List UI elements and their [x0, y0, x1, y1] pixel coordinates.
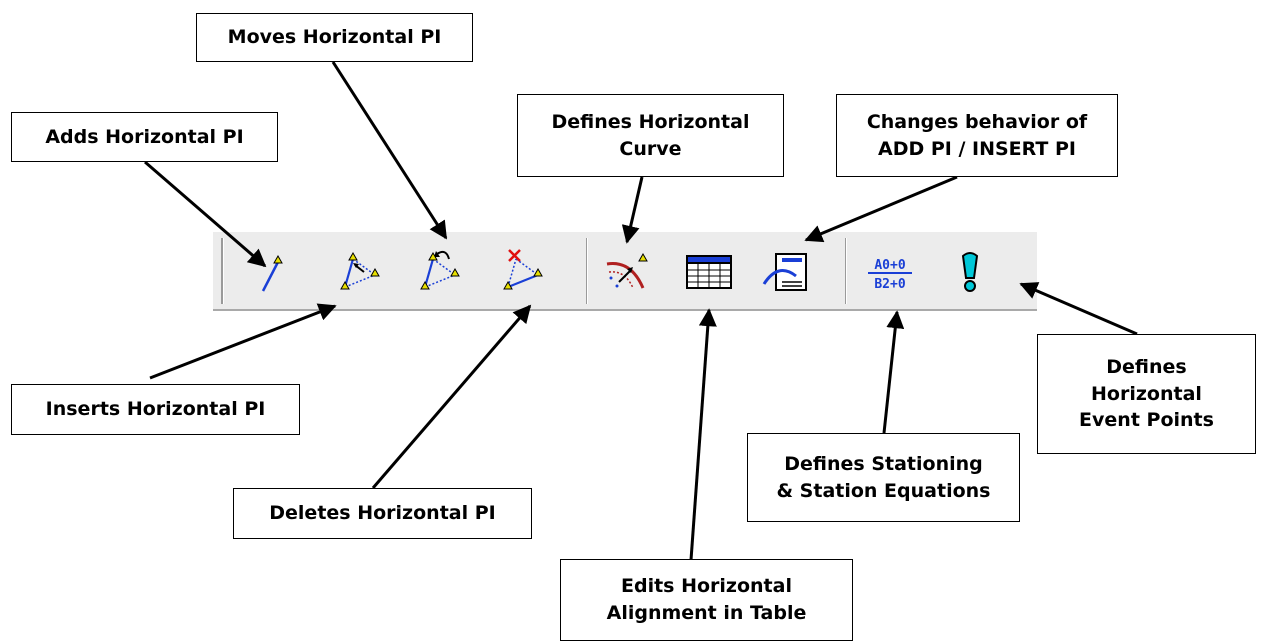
arrow-deletes-pi	[371, 304, 532, 489]
arrow-changes-behavior	[804, 175, 958, 243]
arrow-stationing	[882, 310, 905, 434]
horizontal-alignment-toolbar: A0+0 B2+0	[213, 231, 1037, 311]
insert-pi-button[interactable]	[333, 242, 387, 300]
callout-adds-pi: Adds Horizontal PI	[11, 112, 278, 162]
insert-pi-icon	[340, 251, 380, 290]
toolbar-separator	[845, 238, 847, 304]
callout-edits-table: Edits Horizontal Alignment in Table	[560, 559, 853, 641]
callout-deletes-pi: Deletes Horizontal PI	[233, 488, 532, 539]
station-top-label: A0+0	[874, 258, 905, 273]
callout-inserts-pi: Inserts Horizontal PI	[11, 384, 300, 435]
behavior-settings-icon	[762, 253, 807, 291]
add-pi-button[interactable]	[245, 242, 299, 300]
callout-defines-curve: Defines Horizontal Curve	[517, 94, 784, 177]
arrow-moves-pi	[331, 61, 448, 240]
move-pi-button[interactable]	[413, 242, 467, 300]
pi-behavior-button[interactable]	[760, 242, 814, 300]
table-icon	[686, 255, 732, 289]
station-bottom-label: B2+0	[874, 277, 905, 292]
edit-table-button[interactable]	[682, 242, 736, 300]
event-points-button[interactable]	[943, 242, 997, 300]
delete-pi-icon	[503, 249, 543, 290]
move-pi-icon	[420, 250, 460, 290]
arrow-defines-curve	[621, 176, 644, 244]
add-pi-icon	[261, 254, 283, 292]
delete-pi-button[interactable]	[496, 242, 550, 300]
arrow-event-points	[1019, 282, 1138, 336]
stationing-button[interactable]: A0+0 B2+0	[863, 242, 917, 300]
callout-moves-pi: Moves Horizontal PI	[196, 13, 473, 62]
arrow-adds-pi	[144, 160, 267, 268]
horizontal-curve-icon	[606, 252, 648, 289]
define-curve-button[interactable]	[601, 242, 655, 300]
event-point-icon	[961, 252, 979, 292]
callout-stationing: Defines Stationing & Station Equations	[747, 433, 1020, 522]
station-equation-icon: A0+0 B2+0	[868, 258, 912, 292]
callout-changes-behavior: Changes behavior of ADD PI / INSERT PI	[836, 94, 1118, 177]
arrow-inserts-pi	[149, 303, 337, 380]
toolbar-separator	[586, 238, 588, 304]
callout-event-points: Defines Horizontal Event Points	[1037, 334, 1256, 454]
arrow-edits-table	[689, 308, 717, 561]
toolbar-grip[interactable]	[221, 238, 224, 304]
